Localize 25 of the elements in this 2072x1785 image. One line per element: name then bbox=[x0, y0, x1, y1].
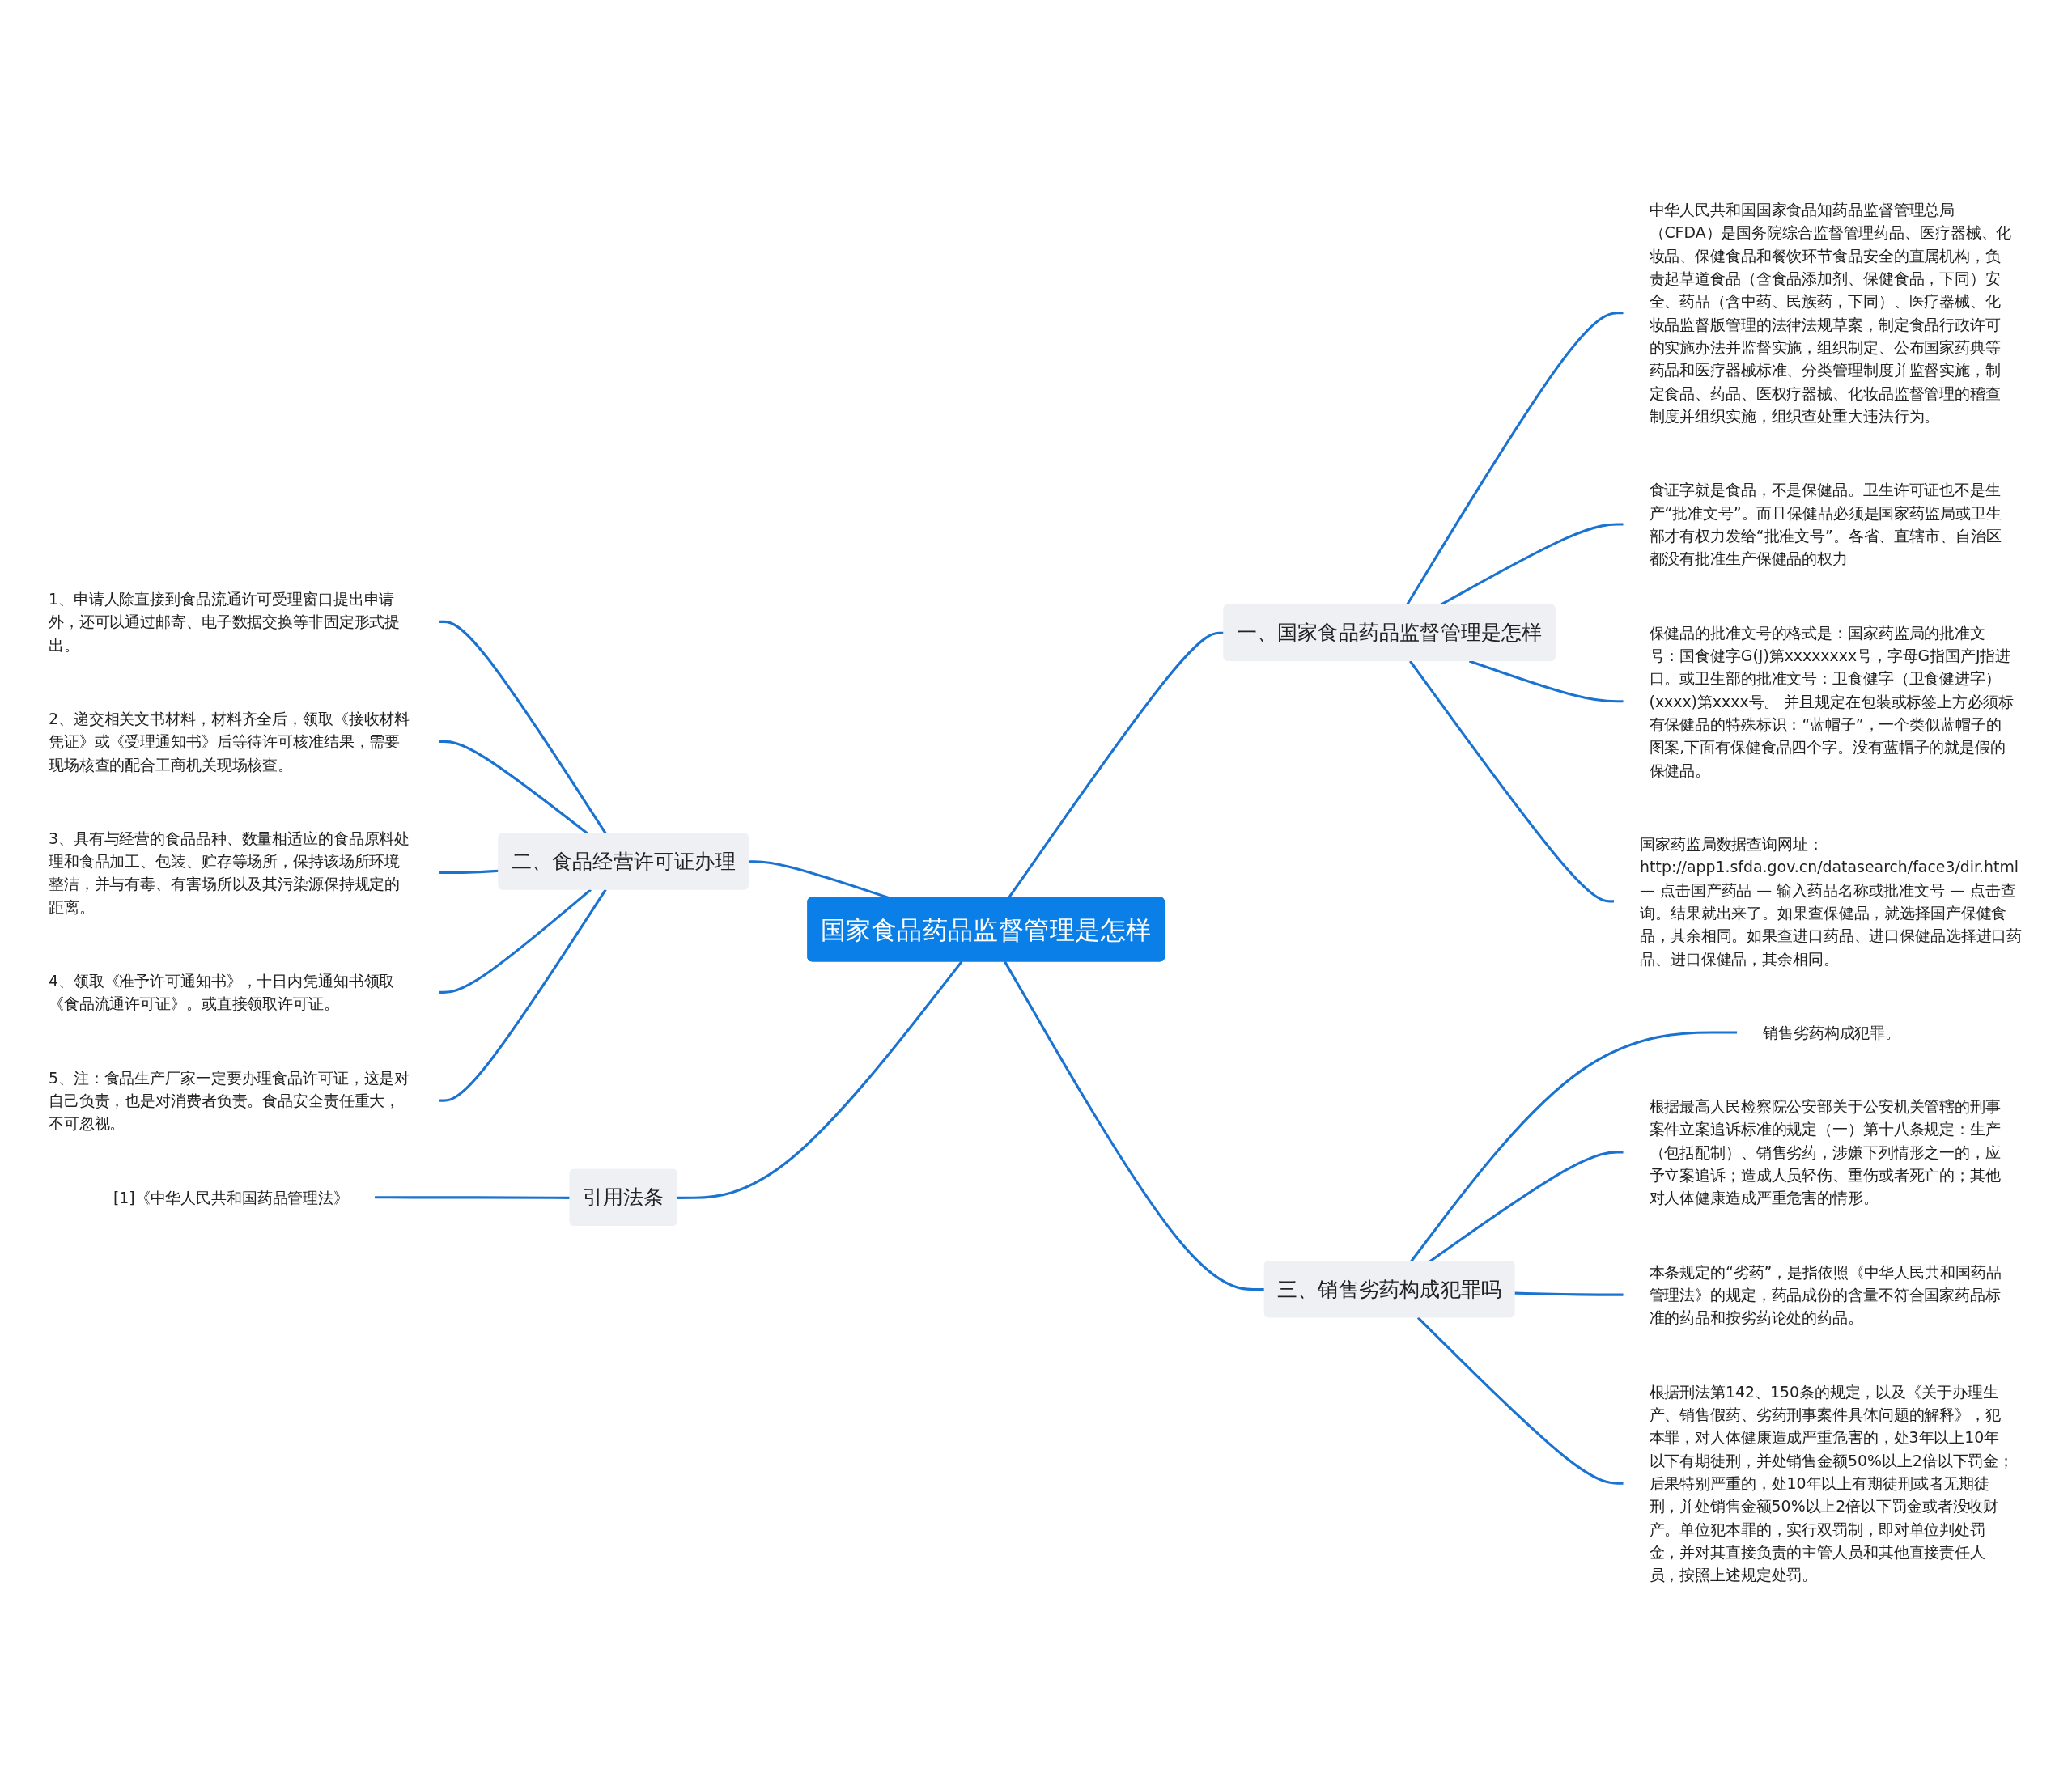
node-text: 销售劣药构成犯罪。 bbox=[1763, 1024, 1901, 1042]
node-text: 4、领取《准予许可通知书》，十日内凭通知书领取《食品流通许可证》。或直接领取许可证。 bbox=[48, 972, 395, 1013]
node-text: 食证字就是食品，不是保健品。卫生许可证也不是生产“批准文号”。而且保健品必须是国家药监局或卫生部才有权力发给“批准文号”。各省、直辖市、自治区都没有批准生产保健品的权力 bbox=[1649, 481, 2002, 568]
node-text: 本条规定的“劣药”，是指依照《中华人民共和国药品管理法》的规定，药品成份的含量不符合国家药品标准的药品和按劣药论处的药品。 bbox=[1649, 1262, 2002, 1327]
connector bbox=[1468, 659, 1624, 703]
node-text: 保健品的批准文号的格式是：国家药监局的批准文号：国食健字G(J)第xxxxxxxx号，字母G指国产J指进口。或卫生部的批准文号：卫食健字（卫食健进字）(xxxx)第xxxx号。 并且规定在包装或标签上方必须标有保健品的特殊标识：“蓝帽子”，一个类似蓝帽子的图案,下面有保健食品四个字。没有蓝帽子的就是假的保健品。 bbox=[1649, 623, 2014, 779]
node-text: 1、申请人除直接到食品流通许可受理窗口提出申请外，还可以通过邮寄、电子数据交换等非固定形式提出。 bbox=[48, 590, 401, 654]
connector bbox=[439, 888, 607, 1102]
node-text: 根据最高人民检察院公安部关于公安机关管辖的刑事案件立案追诉标准的规定（一）第十八条规定：生产（包括配制）、销售劣药，涉嫌下列情形之一的，应予立案追诉；造成人员轻伤、重伤或者死亡的；其他对人体健康造成严重危害的情形。 bbox=[1649, 1097, 2001, 1207]
node-text: 5、注：食品生产厂家一定要办理食品许可证，这是对自己负责，也是对消费者负责。食品安全责任重大，不可忽视。 bbox=[48, 1068, 410, 1133]
node-text: 中华人民共和国国家食品知药品监督管理总局（CFDA）是国务院综合监督管理药品、医疗器械、化妆品、保健食品和餐饮环节食品安全的直属机构，负责起草道食品（含食品添加剂、保健食品，下同）安全、药品（含中药、民族药，下同）、医疗器械、化妆品监督版管理的法律法规草案，制定食品行政许可的实施办法并监督实施，组织制定、公布国家药典等药品和医疗器械标准、分类管理制度并监督实施，制定食品、药品、医权疗器械、化妆品监督管理的稽查制度并组织实施，组织查处重大违法行为。 bbox=[1649, 201, 2012, 426]
connector bbox=[1405, 312, 1624, 606]
connector bbox=[1416, 1316, 1624, 1485]
connector bbox=[1409, 660, 1615, 903]
node-text: 2、递交相关文书材料，材料齐全后，领取《接收材料凭证》或《受理通知书》后等待许可核准结果，需要现场核查的配合工商机关现场核查。 bbox=[48, 710, 410, 774]
connector bbox=[439, 888, 592, 994]
connector bbox=[1004, 960, 1265, 1291]
node-text: 国家药监局数据查询网址：http://app1.sfda.gov.cn/datasearch/face3/dir.html — 点击国产药品 — 输入药品名称或批准文号 — 点击查询。结果就出来了。如果查保健品，就选择国产保健食品，其余相同。如果查进口药品、进口保健品选择进口药品、进口保健品，其余相同。 bbox=[1640, 835, 2023, 968]
connector bbox=[677, 960, 963, 1200]
node-text: [1]《中华人民共和国药品管理法》 bbox=[113, 1188, 350, 1206]
connector bbox=[1008, 631, 1225, 899]
node-text: 根据刑法第142、150条的规定，以及《关于办理生产、销售假药、劣药刑事案件具体问题的解释》，犯本罪，对人体健康造成严重危害的，处3年以上10年以下有期徒刑，并处销售金额50%以上2倍以下罚金；后果特别严重的，处10年以上有期徒刑或者无期徒刑，并处销售金额50%以上2倍以下罚金或者没收财产。单位犯本罪的，实行双罚制，即对单位判处罚金，并对其直接负责的主管人员和其他直接责任人员，按照上述规定处罚。 bbox=[1649, 1382, 2015, 1584]
connector bbox=[1514, 1291, 1624, 1296]
node-text: 3、具有与经营的食品品种、数量相适应的食品原料处理和食品加工、包装、贮存等场所，保持该场所环境整洁，并与有毒、有害场所以及其污染源保持规定的距离。 bbox=[48, 829, 410, 917]
connector bbox=[374, 1196, 571, 1200]
